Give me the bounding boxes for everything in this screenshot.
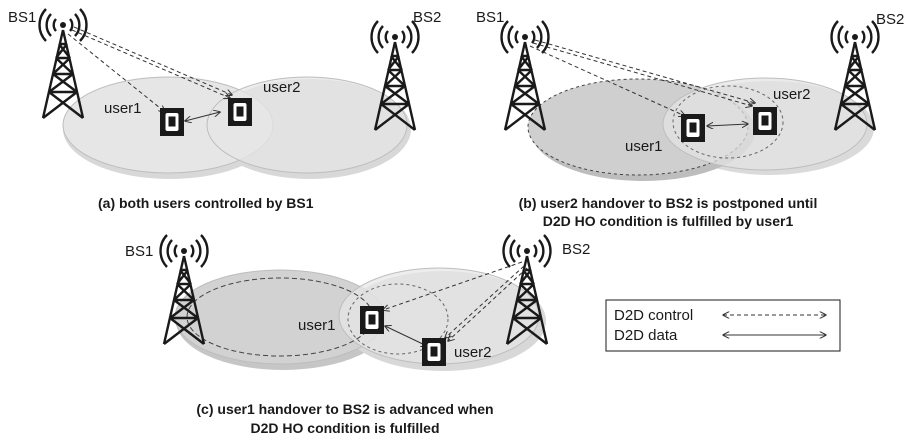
bs2-label-c: BS2 — [562, 241, 590, 258]
panel-b: BS1 BS2 user1 user2 (b) user2 handover t… — [476, 9, 904, 229]
user1-phone-c — [360, 306, 384, 334]
panel-c: BS1 BS2 user1 user2 (c) user1 handover t… — [125, 233, 590, 436]
control-link-b1 — [529, 45, 685, 116]
panel-a: BS1 BS2 user1 user2 (a) both users contr… — [8, 7, 441, 211]
legend: D2D control D2D data — [605, 299, 841, 352]
user2-phone-c — [422, 338, 446, 366]
bs2-label-a: BS2 — [413, 9, 441, 26]
bs1-label-a: BS1 — [8, 9, 36, 26]
user2-label-c: user2 — [454, 344, 492, 361]
bs1-tower-a — [38, 7, 88, 120]
control-link-a3 — [73, 26, 232, 95]
data-link-b — [707, 124, 748, 126]
caption-b-line1: (b) user2 handover to BS2 is postponed u… — [519, 195, 818, 211]
caption-c-line1: (c) user1 handover to BS2 is advanced wh… — [196, 401, 493, 417]
user1-label-b: user1 — [625, 138, 663, 155]
user1-label-a: user1 — [104, 100, 142, 117]
bs1-label-b: BS1 — [476, 9, 504, 26]
user1-label-c: user1 — [298, 317, 336, 334]
d2d-region-b — [672, 85, 784, 159]
bs2-tower-a — [370, 19, 420, 132]
legend-control-label: D2D control — [614, 307, 693, 324]
control-link-c1 — [383, 261, 523, 310]
control-link-a2 — [71, 29, 230, 98]
control-link-b3 — [534, 39, 755, 103]
user1-phone-b — [681, 114, 705, 142]
data-link-c — [385, 326, 427, 346]
user1-phone-a — [160, 108, 184, 136]
caption-a: (a) both users controlled by BS1 — [98, 195, 314, 211]
data-link-a — [185, 112, 220, 121]
caption-c-line2: D2D HO condition is fulfilled — [251, 420, 440, 436]
bs1-tower-b — [500, 19, 550, 132]
user2-phone-b — [753, 107, 777, 135]
legend-box — [605, 299, 841, 352]
user2-label-b: user2 — [773, 86, 811, 103]
legend-data-label: D2D data — [614, 327, 678, 344]
control-link-c3 — [448, 267, 528, 341]
bs1-label-c: BS1 — [125, 243, 153, 260]
bs2-tower-b — [830, 19, 880, 132]
d2d-region-c — [347, 283, 449, 355]
user2-label-a: user2 — [263, 79, 301, 96]
user2-phone-a — [228, 98, 252, 126]
caption-b-line2: D2D HO condition is fulfilled by user1 — [543, 213, 794, 229]
bs2-label-b: BS2 — [876, 11, 904, 28]
control-link-c2 — [445, 265, 525, 338]
control-link-b2 — [532, 42, 752, 106]
